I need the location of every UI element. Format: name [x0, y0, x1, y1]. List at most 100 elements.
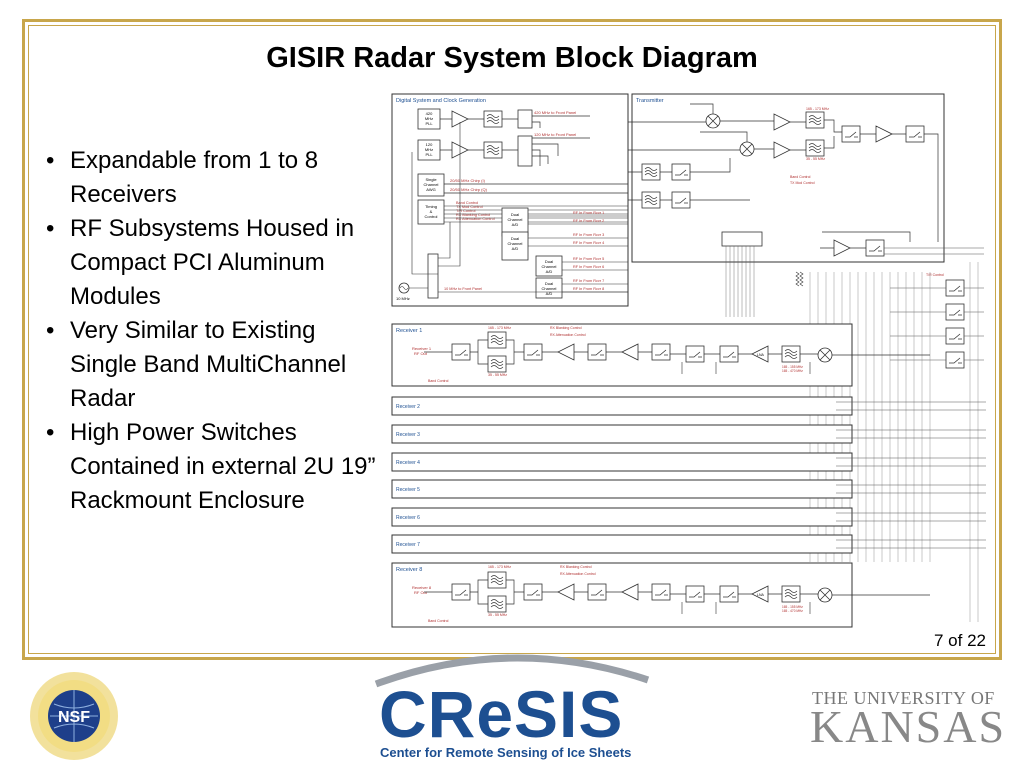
ref-label: 10 MHz: [396, 296, 410, 301]
lna-label: LNA: [757, 353, 764, 357]
splitter-block: [721, 231, 763, 247]
splitter-block: [517, 135, 533, 167]
switch-symbol: [671, 191, 691, 209]
rx-switch-wiring: [820, 231, 911, 249]
ad-line1: Dual: [511, 236, 519, 241]
limiter-symbol: [817, 587, 833, 603]
ad-line2: Channel: [542, 286, 557, 291]
receiver-row: Receiver 5: [391, 479, 986, 499]
ad-line1: Dual: [511, 212, 519, 217]
attenuator-symbol: [795, 271, 804, 287]
rf-input-wiring: [528, 215, 628, 293]
filter-symbol: [805, 139, 825, 157]
rx-blanking-label: RX Blanking Control: [560, 565, 592, 569]
receiver-row-box: [391, 452, 853, 472]
pll-120-line2: MHz: [425, 147, 433, 152]
rx-filter-label: 165 - 155 MHz: [782, 365, 803, 369]
filter-symbol: [487, 331, 507, 349]
receiver-8-wiring: [424, 579, 930, 605]
chirp-wiring: [444, 183, 628, 194]
block-diagram: Digital System and Clock Generation 420 …: [391, 93, 986, 628]
rf-out-line2: RF Out: [414, 590, 428, 595]
filter-symbol: [805, 111, 825, 129]
filter-symbol: [483, 110, 503, 128]
receiver-row: Receiver 7: [391, 534, 986, 554]
rx-attenuation-label: RX Attenuation Control: [550, 333, 586, 337]
timing-line3: Control: [425, 214, 438, 219]
rf-input-label: RF In From Rcvr 7: [573, 279, 604, 283]
receiver-row-box: [391, 534, 853, 554]
timing-control-block: [417, 199, 445, 225]
pll-420-line2: MHz: [425, 116, 433, 121]
cresis-arc: [374, 654, 650, 688]
switch-symbol: [945, 303, 965, 321]
ad-line1: Dual: [545, 259, 553, 264]
control-wiring: [444, 205, 628, 223]
ground-wiring: [681, 362, 811, 374]
sine-icon: [399, 286, 409, 290]
limiter-symbol: [817, 347, 833, 363]
bullet-text: RF Subsystems Housed in Compact PCI Alum…: [70, 215, 355, 310]
rx-filter-label: 165 - 155 MHz: [782, 605, 803, 609]
reference-wiring: [409, 122, 628, 293]
receiver-row-title: Receiver 5: [396, 487, 420, 493]
bullet-item: •Very Similar to Existing Single Band Mu…: [46, 317, 347, 412]
slide-title: GISIR Radar System Block Diagram: [266, 42, 758, 74]
receiver-row-wiring: [836, 512, 986, 522]
awg-line1: Single: [425, 177, 437, 182]
switch-symbol: [905, 125, 925, 143]
bullet-item: •Expandable from 1 to 8 Receivers: [46, 147, 319, 208]
attenuator-symbol: [651, 583, 671, 601]
receiver-row-box: [391, 396, 853, 416]
control-line-label: T/R Control: [456, 209, 476, 213]
filter-symbol: [487, 355, 507, 373]
attenuator-symbol: [587, 583, 607, 601]
switch-symbol: [841, 125, 861, 143]
rx-band-control-label: Band Control: [428, 379, 449, 383]
lna-label: LNA: [757, 593, 764, 597]
receiver-row-box: [391, 424, 853, 444]
ad-line2: Channel: [508, 241, 523, 246]
ad-line2: Channel: [542, 264, 557, 269]
rf-input-label: RF In From Rcvr 6: [573, 265, 604, 269]
receiver-row-box: [391, 479, 853, 499]
dual-channel-ad-block: [535, 277, 563, 299]
ad-line2: Channel: [508, 217, 523, 222]
switch-symbol: [685, 585, 705, 603]
control-line-label: TX Mod Control: [456, 205, 483, 209]
bus-wiring: [809, 262, 979, 622]
filter-symbol: [487, 595, 507, 613]
pll-420-line1: 420: [426, 111, 433, 116]
bullet-list: •Expandable from 1 to 8 Receivers •RF Su…: [46, 144, 376, 518]
ku-logo-line1: THE UNIVERSITY OF: [812, 688, 995, 708]
bullet-item: •RF Subsystems Housed in Compact PCI Alu…: [46, 215, 355, 310]
filter-symbol: [641, 191, 661, 209]
pll-120-line3: PLL: [425, 152, 433, 157]
switch-symbol: [523, 583, 543, 601]
timing-line1: Timing: [425, 204, 437, 209]
switch-symbol: [451, 343, 471, 361]
receiver-row-title: Receiver 7: [396, 542, 420, 548]
rx-band-control-label: Band Control: [428, 619, 449, 623]
mixer-symbol: [739, 141, 755, 157]
tx-band-control-label: Band Control: [790, 175, 811, 179]
receiver-row-title: Receiver 4: [396, 460, 420, 466]
cresis-logo-text: CReSIS: [379, 677, 624, 751]
awg-line2: Channel: [424, 182, 439, 187]
tx-band-label: 35 - 55 MHz: [806, 157, 825, 161]
receiver-row-title: Receiver 6: [396, 515, 420, 521]
rx-band-lo-label: 35 - 55 MHz: [488, 613, 507, 617]
rx-attenuation-label: RX Attenuation Control: [560, 572, 596, 576]
receiver-row: Receiver 2: [391, 396, 986, 416]
ad-line3: A/D: [512, 246, 519, 251]
mixer-symbol: [705, 113, 721, 129]
control-line-label: Band Control: [456, 201, 478, 205]
switch-symbol: [523, 343, 543, 361]
bullet-text: Very Similar to Existing Single Band Mul…: [70, 317, 347, 412]
switch-symbol: [451, 583, 471, 601]
reference-splitter: [427, 253, 439, 299]
rf-input-label: RF In From Rcvr 1: [573, 211, 604, 215]
transmitter-wiring: [628, 158, 750, 201]
ad-line3: A/D: [512, 222, 519, 227]
receiver-row: Receiver 4: [391, 452, 986, 472]
